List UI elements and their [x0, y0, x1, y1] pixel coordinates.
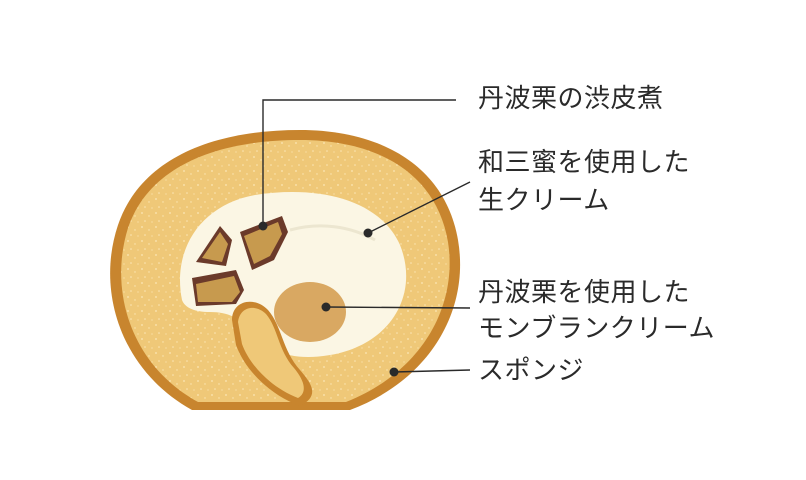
label-cream-line1: 和三蜜を使用した	[478, 148, 691, 178]
leader-dots	[258, 221, 399, 377]
chestnut-pieces	[192, 216, 288, 306]
leader-cream	[367, 181, 471, 234]
label-montblanc-line1: 丹波栗を使用した	[478, 278, 691, 308]
leader-lines	[262, 99, 471, 373]
label-montblanc-line2: モンブランクリーム	[478, 314, 715, 344]
label-chestnut: 丹波栗の渋皮煮	[478, 84, 664, 114]
leader-montblanc	[325, 306, 471, 309]
montblanc-cream	[274, 282, 346, 342]
leader-sponge	[393, 369, 471, 373]
sponge-spiral-inner	[238, 307, 304, 398]
label-cream-line2: 生クリーム	[478, 186, 610, 216]
label-sponge: スポンジ	[478, 356, 585, 386]
leader-chestnut	[262, 99, 456, 226]
